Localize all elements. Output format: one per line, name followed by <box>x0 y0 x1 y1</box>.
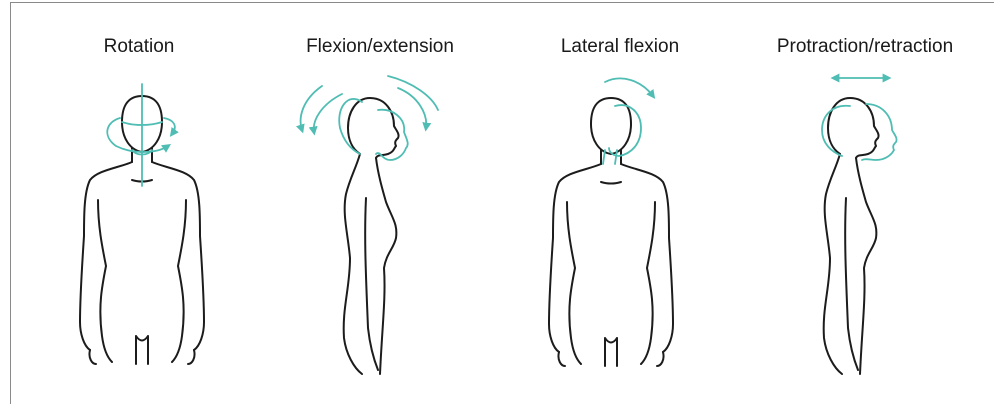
figure-rotation <box>80 84 204 364</box>
figure-protraction-retraction <box>822 78 897 374</box>
figure-lateral-flexion <box>549 78 673 366</box>
figure-flexion-extension <box>301 76 438 374</box>
